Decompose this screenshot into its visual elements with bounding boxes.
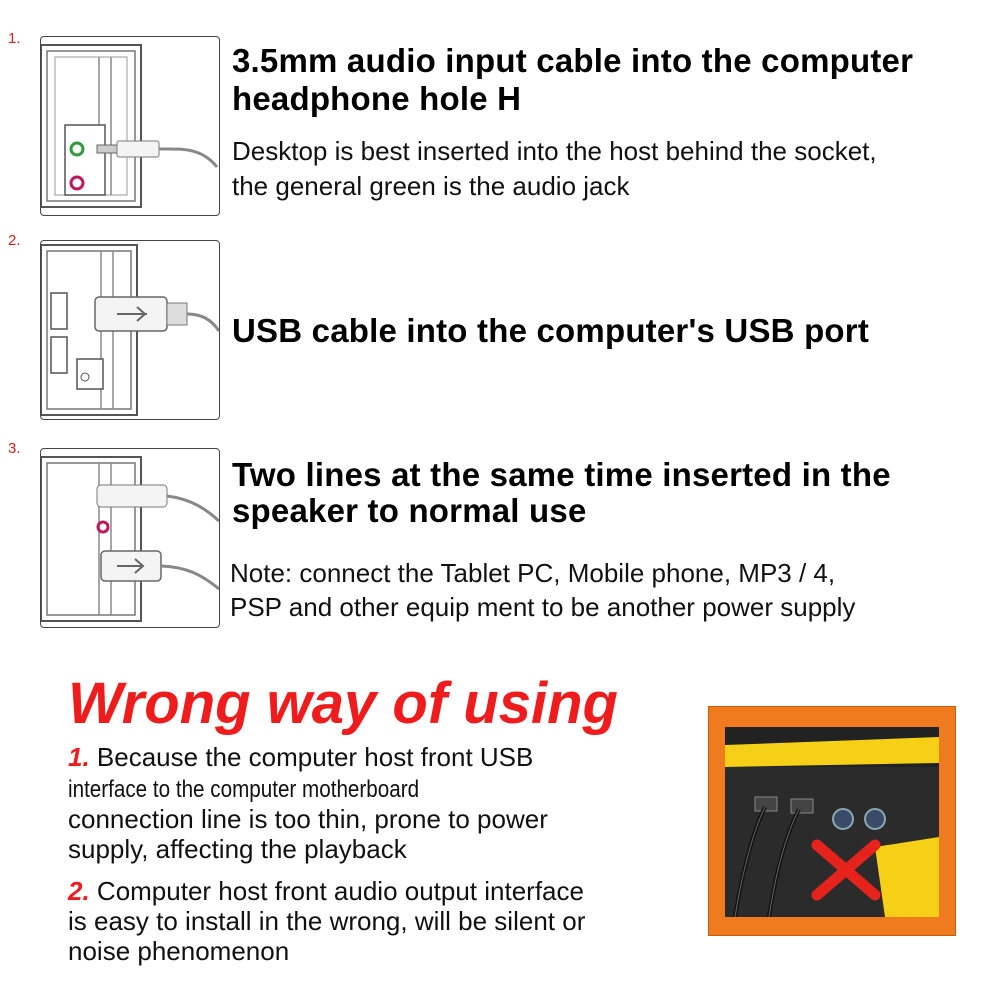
step-1-number: 1. bbox=[8, 30, 21, 47]
wrong-usage-photo-image bbox=[725, 727, 939, 917]
step-1-title-line-1: 3.5mm audio input cable into the compute… bbox=[232, 42, 914, 79]
audio-cable-illustration bbox=[40, 36, 220, 216]
wrong-item-1-line-4: supply, affecting the playback bbox=[68, 834, 407, 864]
step-1-body-line-1: Desktop is best inserted into the host b… bbox=[232, 136, 877, 166]
wrong-usage-photo bbox=[708, 706, 956, 936]
wrong-way-title: Wrong way of using bbox=[68, 671, 618, 736]
step-3-title-line-1: Two lines at the same time inserted in t… bbox=[232, 456, 891, 493]
wrong-item-2-line-1: 2. Computer host front audio output inte… bbox=[68, 876, 584, 907]
wrong-item-2-text: Computer host front audio output interfa… bbox=[89, 876, 584, 906]
audio-cable-icon bbox=[41, 44, 219, 208]
wrong-item-2-line-3: noise phenomenon bbox=[68, 936, 290, 966]
red-x-icon bbox=[725, 727, 939, 917]
wrong-item-2-line-2: is easy to install in the wrong, will be… bbox=[68, 906, 586, 936]
wrong-item-2-number: 2. bbox=[68, 876, 90, 906]
wrong-item-1-number: 1. bbox=[68, 742, 90, 772]
usb-cable-icon bbox=[41, 244, 219, 416]
dual-cable-icon bbox=[41, 456, 219, 622]
usb-cable-illustration bbox=[40, 240, 220, 420]
step-2-number: 2. bbox=[8, 232, 21, 249]
step-1-body-line-2: the general green is the audio jack bbox=[232, 171, 630, 201]
step-3-body-line-2: PSP and other equip ment to be another p… bbox=[230, 592, 856, 622]
step-1-title-line-2: headphone hole H bbox=[232, 80, 522, 117]
dual-cable-illustration bbox=[40, 448, 220, 628]
step-3-number: 3. bbox=[8, 440, 21, 457]
step-3-body-line-1: Note: connect the Tablet PC, Mobile phon… bbox=[230, 558, 836, 588]
wrong-item-1-line-2: interface to the computer motherboard bbox=[68, 776, 420, 803]
wrong-item-1-line-3: connection line is too thin, prone to po… bbox=[68, 804, 548, 834]
wrong-item-1-line-1: 1. Because the computer host front USB bbox=[68, 742, 533, 773]
wrong-item-1-text: Because the computer host front USB bbox=[89, 742, 534, 772]
step-2-title-line-1: USB cable into the computer's USB port bbox=[232, 312, 870, 349]
step-3-title-line-2: speaker to normal use bbox=[232, 492, 587, 529]
